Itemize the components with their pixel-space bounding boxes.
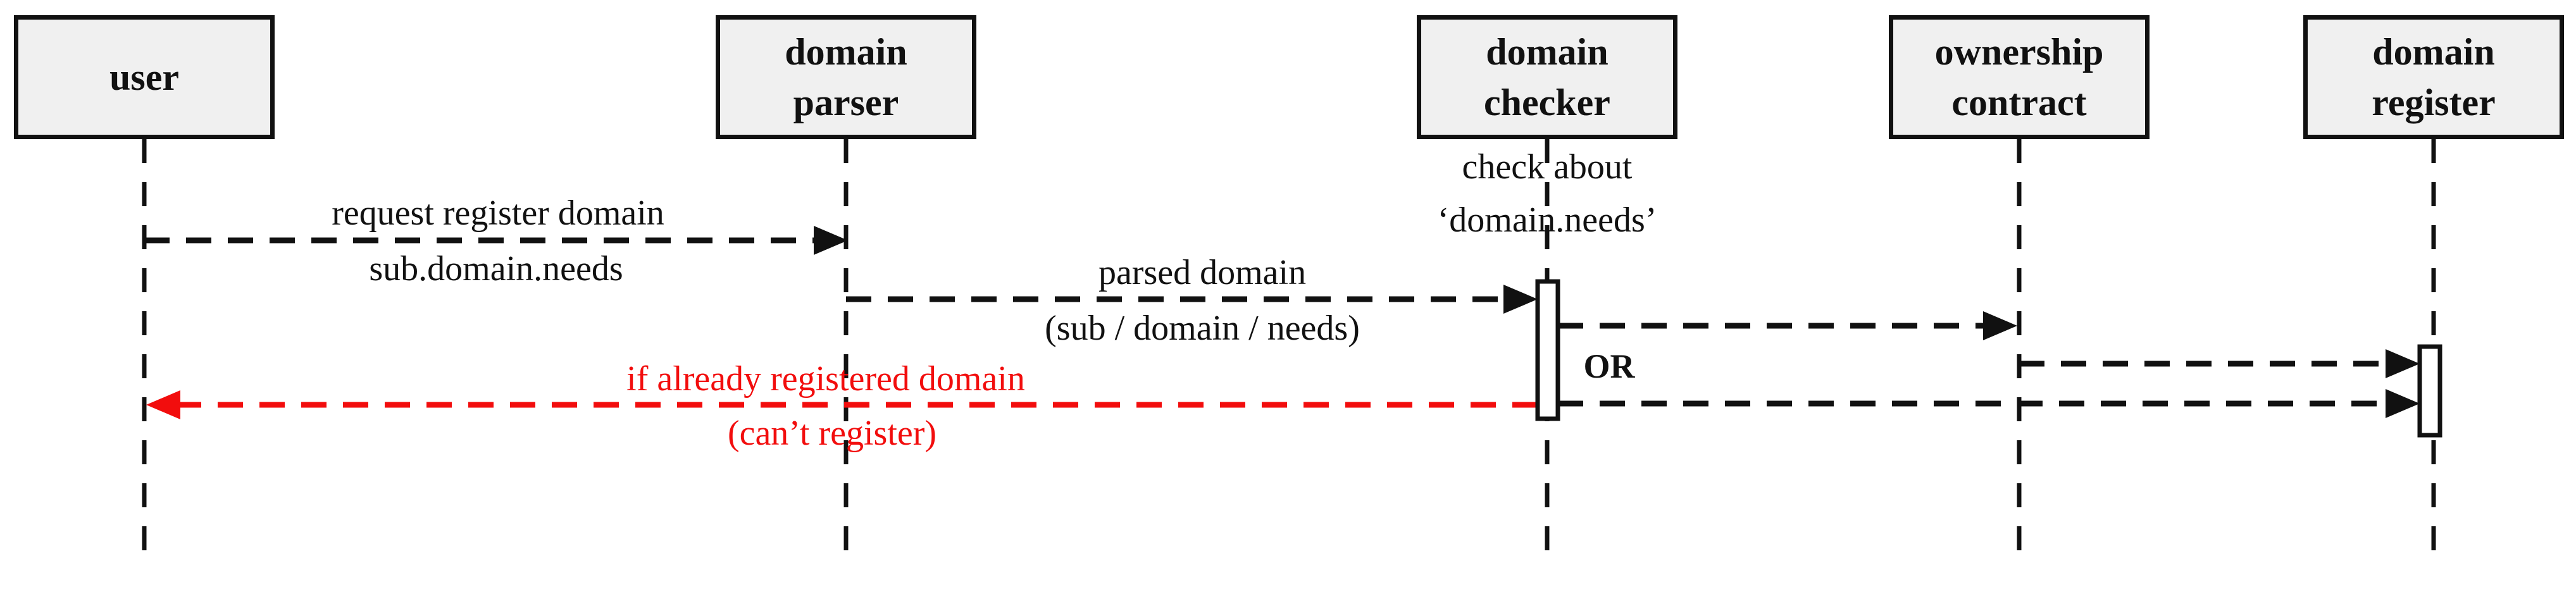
actor-domain-parser: domain parser: [716, 15, 976, 139]
arrowhead-checker-to-register: [2386, 389, 2420, 418]
message-label-sub-domain-needs: sub.domain.needs: [369, 249, 623, 288]
arrowhead-parsed-domain: [1503, 285, 1538, 314]
actor-user: user: [14, 15, 275, 139]
or-operator-label: OR: [1583, 347, 1635, 385]
message-label-if-already-registered: if already registered domain: [626, 359, 1025, 398]
arrowhead-checker-to-ownership: [1983, 311, 2017, 340]
actor-domain-checker: domain checker: [1417, 15, 1677, 139]
activation-bar-domain-register: [2417, 344, 2442, 438]
activation-bar-domain-checker: [1535, 279, 1560, 421]
note-check-about-domain-needs: check about ‘domain.needs’: [1437, 147, 1657, 240]
message-label-parsed-domain: parsed domain: [1098, 253, 1307, 292]
actor-domain-register: domain register: [2303, 15, 2564, 139]
arrowhead-ownership-to-register: [2386, 349, 2420, 378]
arrowhead-request-register-domain: [814, 226, 848, 255]
message-label-cant-register: (can’t register): [727, 414, 937, 453]
arrowhead-already-registered-return: [146, 390, 180, 419]
message-label-sub-slash-domain-slash-needs: (sub / domain / needs): [1045, 309, 1360, 348]
actor-ownership-contract: ownership contract: [1889, 15, 2150, 139]
message-label-request-register-domain: request register domain: [332, 194, 664, 233]
